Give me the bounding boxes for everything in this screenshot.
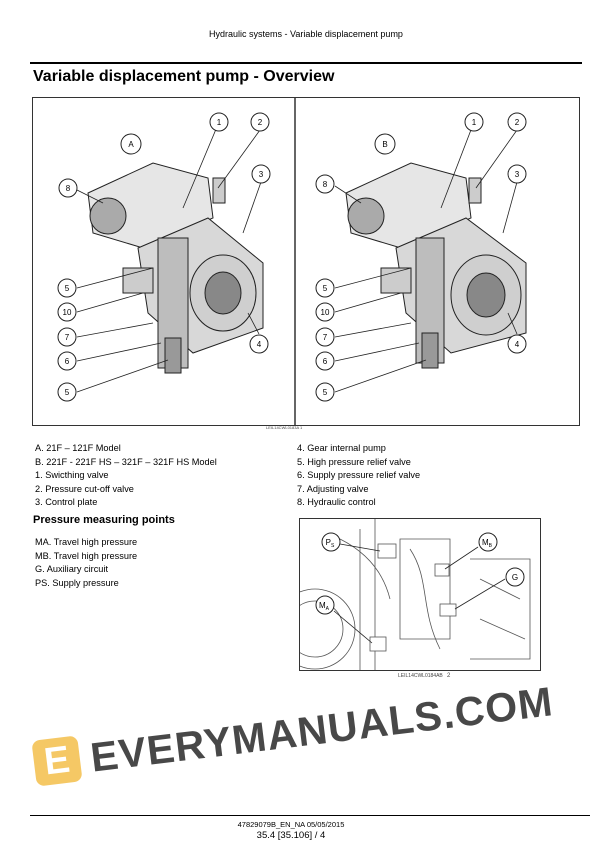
callout-ma <box>315 595 335 615</box>
legend-item: 2. Pressure cut-off valve <box>35 483 134 494</box>
callout-a-1: 1 <box>217 118 222 127</box>
leader-lines <box>76 121 518 393</box>
callout-b-6: 6 <box>323 357 328 366</box>
legend-item: A. 21F – 121F Model <box>35 443 121 453</box>
legend-item: B. 221F - 221F HS – 321F – 321F HS Model <box>35 456 217 467</box>
callout-ps <box>321 532 341 552</box>
pump-b-drawing <box>345 162 527 369</box>
legend-left: A. 21F – 121F Model B. 221F - 221F HS – … <box>35 442 217 510</box>
pressure-points-heading: Pressure measuring points <box>33 514 175 526</box>
callout-a-8: 8 <box>66 184 71 193</box>
running-header: Hydraulic systems - Variable displacemen… <box>209 29 403 39</box>
pressure-point-item: PS. Supply pressure <box>35 577 119 588</box>
callout-a-5b: 5 <box>65 388 70 397</box>
pump-illustrations <box>76 98 527 425</box>
callout-b-4: 4 <box>515 340 520 349</box>
callout-b-5b: 5 <box>323 388 328 397</box>
pressure-point-item: G. Auxiliary circuit <box>35 564 109 575</box>
callout-a-2: 2 <box>258 118 263 127</box>
callout-b-5: 5 <box>323 284 328 293</box>
figure-1: A 1 2 3 8 5 10 7 6 5 4 B 1 2 3 8 5 10 7 … <box>32 97 580 426</box>
legend-item: 8. Hydraulic control <box>297 497 376 508</box>
svg-text:PS: PS <box>326 538 335 549</box>
callouts: A 1 2 3 8 5 10 7 6 5 4 B 1 2 3 8 5 10 7 … <box>57 112 527 402</box>
figure-2-caption: LEIL14CWL0184AB 2 <box>398 673 451 679</box>
panel-b-label: B <box>382 140 387 149</box>
callout-b-10: 10 <box>321 308 330 317</box>
pressure-point-item: MB. Travel high pressure <box>35 550 138 561</box>
pressure-point-item: MA. Travel high pressure <box>35 537 138 547</box>
pump-a-drawing <box>87 162 264 374</box>
page-title: Variable displacement pump - Overview <box>33 68 335 85</box>
svg-text:MB: MB <box>482 538 493 549</box>
footer-rule <box>30 815 590 816</box>
figure-2: PS MB G MA <box>274 518 541 671</box>
watermark-text: EVERYMANUALS.COM <box>88 678 556 781</box>
panel-a-label: A <box>128 140 134 149</box>
callout-b-8: 8 <box>323 180 328 189</box>
callout-b-7: 7 <box>323 333 328 342</box>
callout-a-7: 7 <box>65 333 70 342</box>
legend-item: 6. Supply pressure relief valve <box>297 470 421 481</box>
figure-1-caption: LEIL14CWL0183A 1 <box>266 425 303 430</box>
footer-page-ref: 35.4 [35.106] / 4 <box>256 830 326 841</box>
callout-a-5: 5 <box>65 284 70 293</box>
legend-item: 1. Swicthing valve <box>35 470 109 481</box>
callout-a-3: 3 <box>259 170 264 179</box>
callout-b-1: 1 <box>472 118 477 127</box>
svg-text:G: G <box>512 573 518 582</box>
legend-item: 7. Adjusting valve <box>297 483 369 494</box>
footer-doc-id: 47829079B_EN_NA 05/05/2015 <box>237 820 345 829</box>
callout-g <box>505 567 525 587</box>
callout-a-10: 10 <box>63 308 72 317</box>
callout-mb <box>478 532 498 552</box>
callout-a-4: 4 <box>257 340 262 349</box>
header-rule <box>30 62 582 64</box>
legend-item: 5. High pressure relief valve <box>297 456 411 467</box>
svg-text:MA: MA <box>319 601 330 612</box>
panel-a-marker <box>120 133 142 155</box>
pressure-points-list: MA. Travel high pressure MB. Travel high… <box>35 536 137 590</box>
legend-item: 3. Control plate <box>35 497 98 508</box>
legend-item: 4. Gear internal pump <box>297 443 386 453</box>
callout-a-6: 6 <box>65 357 70 366</box>
callout-b-3: 3 <box>515 170 520 179</box>
callout-b-2: 2 <box>515 118 520 127</box>
watermark-logo: E <box>31 735 83 787</box>
legend-right: 4. Gear internal pump 5. High pressure r… <box>297 442 420 510</box>
pressure-points-drawing: PS MB G MA <box>274 519 531 670</box>
